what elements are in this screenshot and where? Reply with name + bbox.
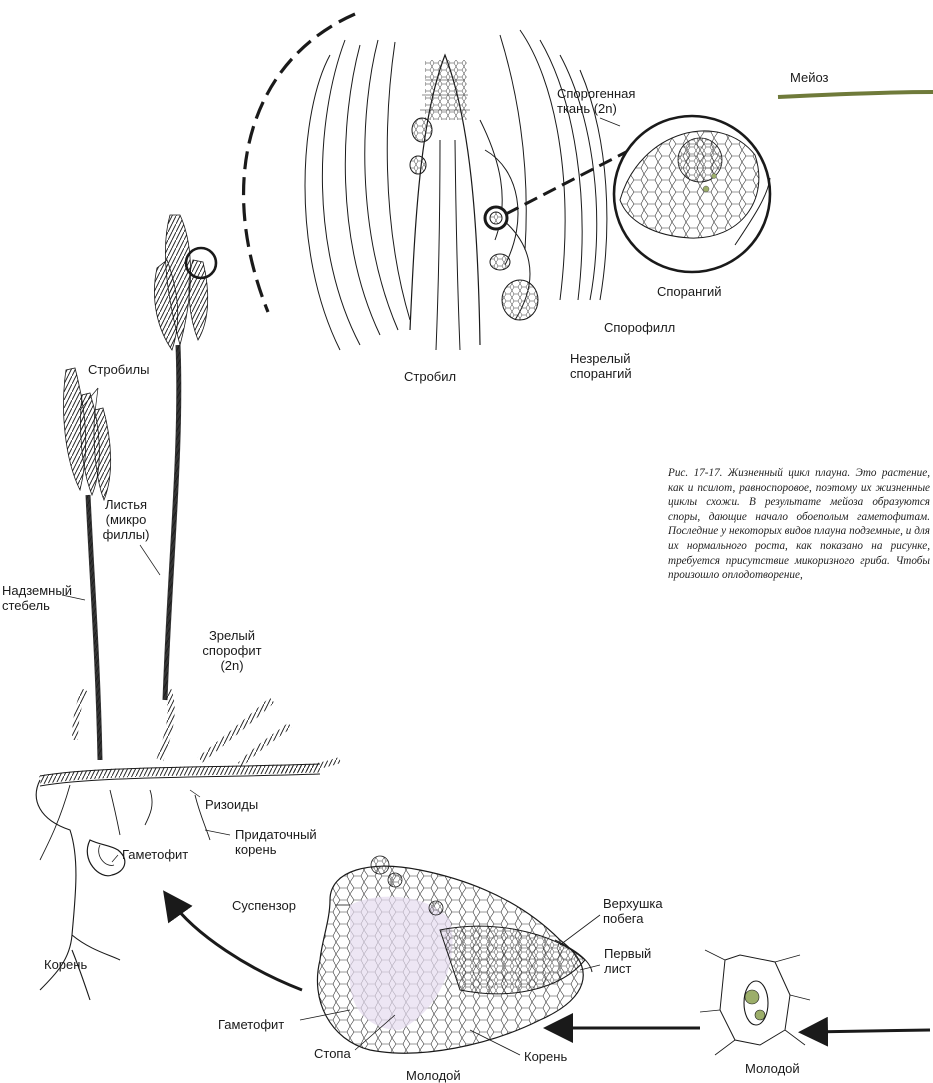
label-suspensor: Суспензор xyxy=(232,898,296,913)
label-meiosis: Мейоз xyxy=(790,70,829,85)
label-aerial-stem: Надземный стебель xyxy=(2,583,72,613)
label-rhizoids: Ризоиды xyxy=(205,797,259,812)
label-gametophyte-embryo: Гаметофит xyxy=(218,1017,285,1032)
label-gametophyte-plant: Гаметофит xyxy=(122,847,189,862)
label-sporophyll: Спорофилл xyxy=(604,320,676,335)
arrow-to-gametophyte xyxy=(163,890,303,992)
young-sporophyte-drawing xyxy=(299,855,601,1056)
strobilus-section-drawing xyxy=(241,12,631,351)
label-immature-sporangium: Незрелый спорангий xyxy=(570,351,632,381)
label-young-embryo: Молодой xyxy=(406,1068,461,1083)
cycle-arrows xyxy=(163,890,931,1047)
label-first-leaf: Первый лист xyxy=(604,946,652,976)
label-root-plant: Корень xyxy=(44,957,88,972)
label-sporogenous-tissue: Спорогенная ткань (2n) xyxy=(557,86,636,116)
sporophyte-plant-drawing xyxy=(35,214,341,1001)
label-sporangium: Спорангий xyxy=(657,284,722,299)
sporangium-enlargement xyxy=(599,90,933,274)
label-strobilus: Стробил xyxy=(404,369,457,384)
label-leaves-microphylls: Листья (микро филлы) xyxy=(102,497,150,542)
label-adventitious-root: Придаточный корень xyxy=(235,827,317,857)
label-shoot-apex: Верхушка побега xyxy=(603,896,663,926)
arrow-to-young-sporophyte xyxy=(798,1016,931,1047)
label-mature-sporophyte: Зрелый спорофит (2n) xyxy=(202,628,262,673)
label-young-zygote: Молодой xyxy=(745,1061,800,1076)
zygote-drawing xyxy=(699,949,811,1056)
label-strobili: Стробилы xyxy=(88,362,150,377)
label-root-embryo: Корень xyxy=(524,1049,568,1064)
figure-caption: Рис. 17-17. Жизненный цикл плауна. Это р… xyxy=(668,467,930,582)
label-foot: Стопа xyxy=(314,1046,351,1061)
